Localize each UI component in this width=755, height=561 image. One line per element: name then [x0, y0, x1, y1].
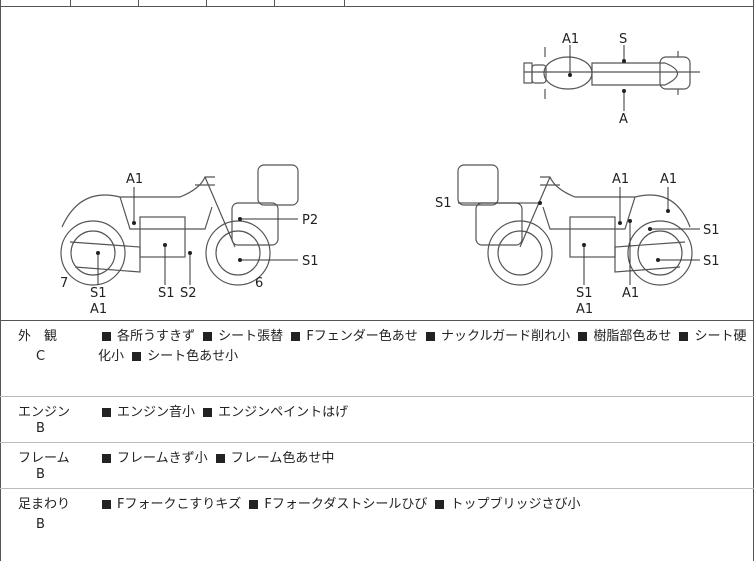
top-table-row-edge: [0, 0, 754, 7]
table-cell: [138, 0, 207, 6]
diagram-label: S1: [158, 286, 175, 301]
section-grade: B: [36, 517, 45, 532]
motorcycle-diagram-svg: A1 S A A1 P2 S1 7 S1 A1 S1 S2 6 S1 A1 A1…: [60, 32, 720, 317]
damage-item: フレーム色あせ中: [230, 451, 335, 466]
section-items: フレームきず小 フレーム色あせ中: [98, 449, 748, 469]
table-cell: [206, 0, 275, 6]
section-items: Fフォークこすりキズ Fフォークダストシールひび トップブリッジさび小: [98, 495, 748, 515]
diagram-label: S1: [90, 286, 107, 301]
bullet-square-icon: [102, 331, 111, 341]
damage-item: シート色あせ小: [147, 349, 239, 364]
diagram-label: A1: [660, 172, 677, 187]
bullet-square-icon: [132, 351, 142, 361]
diagram-label: P2: [302, 213, 318, 228]
bullet-square-icon: [102, 499, 111, 509]
diagram-label: A1: [562, 32, 579, 47]
diagram-label: S: [619, 32, 627, 47]
section-heading: フレーム: [18, 451, 70, 466]
damage-item: シート張替: [218, 329, 284, 344]
motorcycle-left-view: [60, 164, 299, 286]
diagram-label: S2: [180, 286, 197, 301]
diagram-label: A: [619, 112, 628, 127]
motorcycle-right-view: [457, 164, 693, 286]
diagram-label: 7: [60, 276, 68, 291]
section-grade: B: [36, 421, 45, 436]
table-cell: [274, 0, 345, 6]
bullet-square-icon: [578, 331, 588, 341]
damage-item: Fフォークダストシールひび: [264, 497, 428, 512]
diagram-label: S1: [435, 196, 452, 211]
diagram-label: S1: [302, 254, 319, 269]
diagram-label: S1: [703, 223, 720, 238]
table-cell: [0, 0, 71, 6]
bullet-square-icon: [203, 407, 213, 417]
diagram-label: A1: [576, 302, 593, 317]
section-heading: エンジン: [18, 405, 71, 420]
bullet-square-icon: [679, 331, 689, 341]
damage-item: ナックルガード削れ小: [440, 329, 571, 344]
damage-item: エンジンペイントはげ: [218, 405, 349, 420]
diagram-label: S1: [703, 254, 720, 269]
bullet-square-icon: [435, 499, 445, 509]
bullet-square-icon: [425, 331, 435, 341]
damage-item: Fフォークこすりキズ: [117, 497, 242, 512]
diagram-label: S1: [576, 286, 593, 301]
section-heading: 外 観: [18, 329, 58, 344]
section-items: 各所うすきず シート張替 Fフェンダー色あせ ナックルガード削れ小 樹脂部色あせ…: [98, 327, 748, 367]
damage-item: 各所うすきず: [117, 329, 196, 344]
diagram-label: A1: [90, 302, 107, 317]
damage-item: Fフェンダー色あせ: [306, 329, 418, 344]
section-frame: フレーム B フレームきず小 フレーム色あせ中: [0, 443, 754, 489]
diagram-label: A1: [612, 172, 629, 187]
bullet-square-icon: [249, 499, 259, 509]
damage-item: シート硬化小: [98, 329, 747, 364]
section-suspension: 足まわり B Fフォークこすりキズ Fフォークダストシールひび トップブリッジさ…: [0, 489, 754, 561]
bullet-square-icon: [102, 453, 111, 463]
motorcycle-top-view: [523, 47, 700, 99]
damage-item: エンジン音小: [117, 405, 196, 420]
table-cell: [70, 0, 139, 6]
damage-item: フレームきず小: [117, 451, 208, 466]
damage-item: 樹脂部色あせ: [593, 329, 672, 344]
diagram-label: 6: [255, 276, 263, 291]
damage-diagram: A1 S A A1 P2 S1 7 S1 A1 S1 S2 6 S1 A1 A1…: [0, 7, 754, 321]
diagram-label: A1: [622, 286, 639, 301]
section-grade: C: [36, 349, 46, 364]
bullet-square-icon: [102, 407, 111, 417]
bullet-square-icon: [291, 331, 301, 341]
bullet-square-icon: [203, 331, 213, 341]
section-items: エンジン音小 エンジンペイントはげ: [98, 403, 748, 423]
section-engine: エンジン B エンジン音小 エンジンペイントはげ: [0, 397, 754, 443]
section-heading: 足まわり: [18, 497, 71, 512]
diagram-label: A1: [126, 172, 143, 187]
damage-item: トップブリッジさび小: [450, 497, 581, 512]
section-grade: B: [36, 467, 45, 482]
section-exterior: 外 観 C 各所うすきず シート張替 Fフェンダー色あせ ナックルガード削れ小 …: [0, 321, 754, 397]
bullet-square-icon: [215, 453, 225, 463]
